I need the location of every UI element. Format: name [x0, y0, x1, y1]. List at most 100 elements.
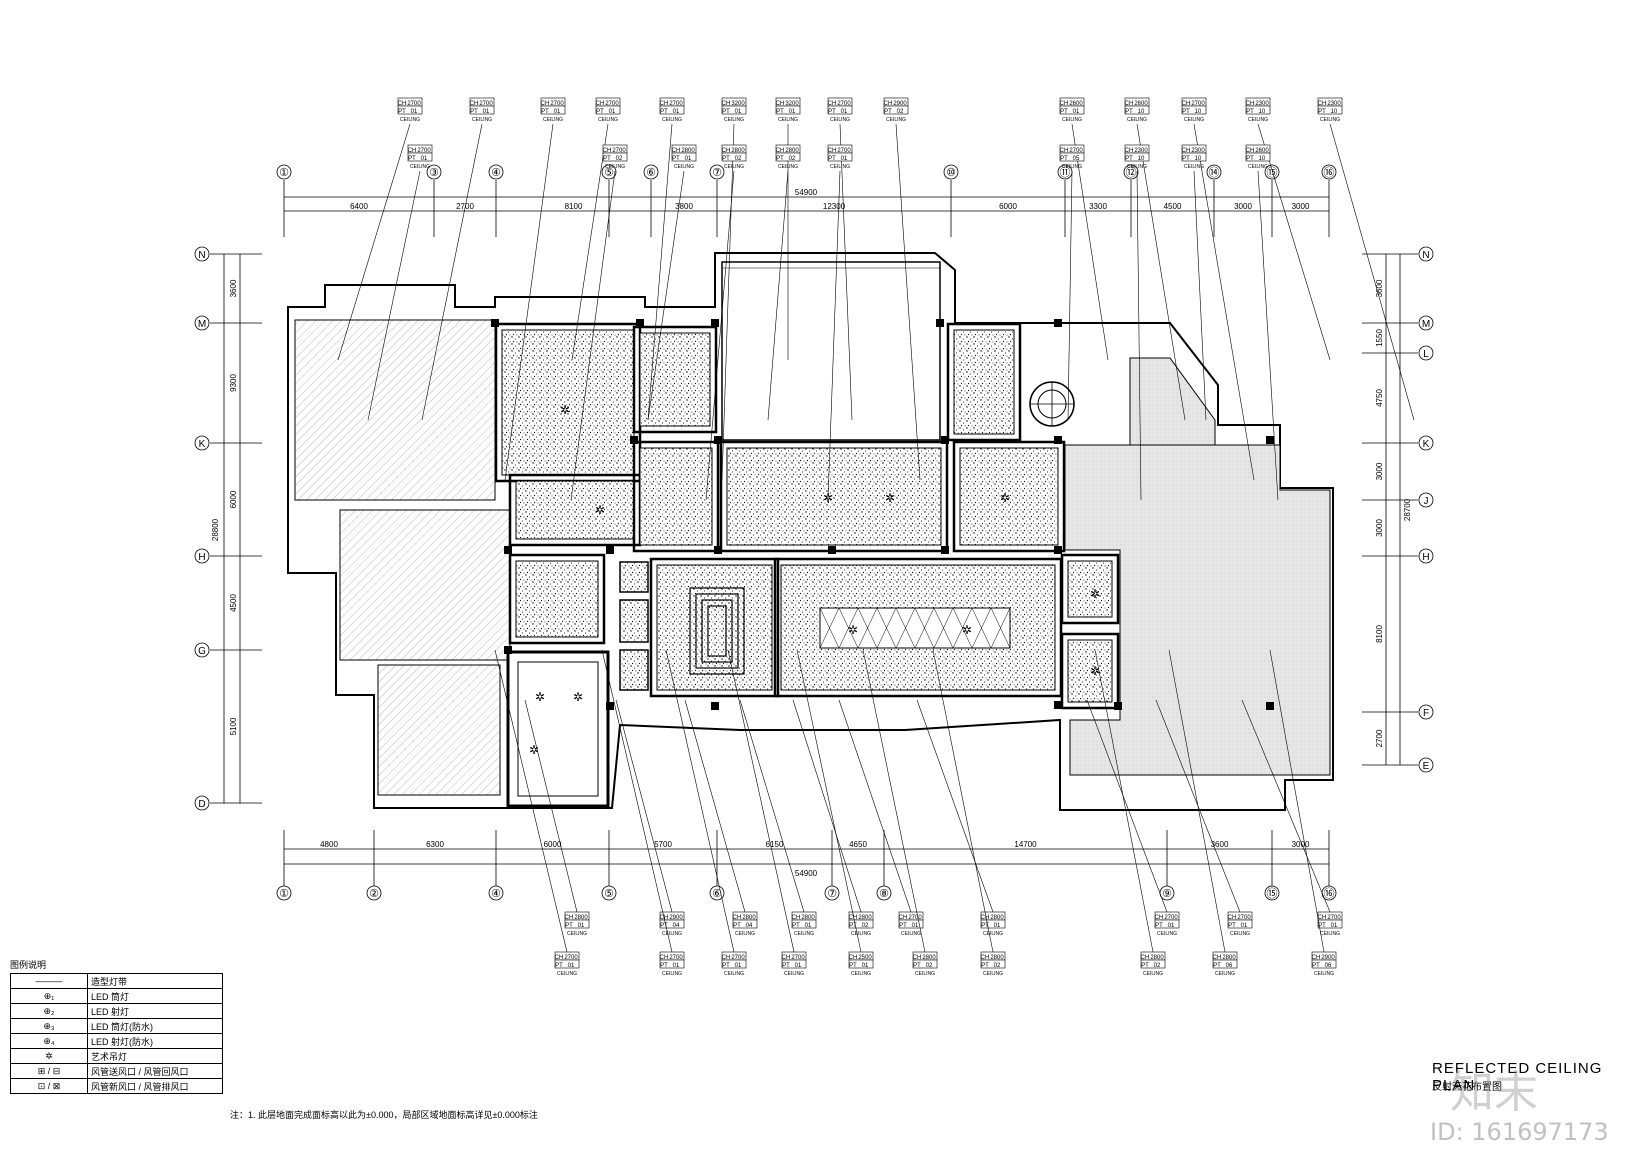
- glass-grid-line: [857, 607, 878, 649]
- top-tag-box2: [1181, 105, 1207, 115]
- bottom-tag-2-word: CEILING: [1143, 971, 1163, 977]
- glass-grid-line: [819, 607, 840, 649]
- axis-bubble-right: [1418, 704, 1434, 720]
- tag-leader-bottom-2: [727, 649, 795, 953]
- dim-text-top: 3000: [1292, 202, 1310, 211]
- glass-grid-line: [876, 607, 897, 649]
- bottom-tag-pt: PT: [565, 923, 573, 929]
- bottom-tag-2-ch: CH: [913, 955, 922, 961]
- top-tag-box2: [659, 105, 685, 115]
- general-note: 注：1. 此层地面完成面标高以此为±0.000，局部区域地面标高详见±0.000…: [230, 1110, 538, 1120]
- structural-column: [504, 546, 512, 554]
- bottom-tag-ch-value: 2800: [858, 915, 872, 921]
- ceiling-panel-h-frame: [508, 553, 606, 645]
- tag-leader-bottom-2: [862, 649, 926, 953]
- ceiling-panel-k: [1067, 560, 1113, 618]
- axis-bubble-top: [426, 164, 442, 180]
- axis-label-bottom: ⑤: [604, 888, 614, 900]
- axis-bubble-right: [1418, 315, 1434, 331]
- bottom-tag-pt: PT: [660, 923, 668, 929]
- structural-column: [1266, 702, 1274, 710]
- watermark-logo: 知末: [1450, 1067, 1538, 1118]
- structural-column: [714, 436, 722, 444]
- axis-label-bottom: ⑨: [1162, 888, 1172, 900]
- dim-text-bottom: 3000: [1292, 840, 1310, 849]
- top-tag-ch-value: 2700: [669, 101, 683, 107]
- bottom-tag-2-pt: PT: [782, 963, 790, 969]
- axis-label-right: F: [1423, 708, 1429, 719]
- bottom-tag-2-box2: [1212, 959, 1238, 969]
- bottom-tag-2-ch: CH: [782, 955, 791, 961]
- top-tag-pt-value: 01: [554, 109, 561, 115]
- stepped-dome-ring: [701, 599, 733, 663]
- top-tag-ch: CH: [722, 101, 731, 107]
- top-tag-2-pt: PT: [1182, 156, 1190, 162]
- top-tag-2-word: CEILING: [724, 164, 744, 170]
- bottom-tag-2-box2: [1311, 959, 1337, 969]
- bottom-tag-2-pt-value: 06: [1325, 963, 1332, 969]
- dim-text-right: 3600: [1375, 279, 1384, 297]
- dim-text-bottom: 6150: [766, 840, 784, 849]
- structural-column: [941, 546, 949, 554]
- top-tag-box2: [721, 105, 747, 115]
- ceiling-strip-cell: [619, 649, 649, 691]
- structural-column: [714, 546, 722, 554]
- top-tag-2-ch-value: 2300: [1134, 148, 1148, 154]
- axis-label-bottom: ④: [491, 888, 501, 900]
- top-tag-ch: CH: [470, 101, 479, 107]
- top-tag-box2: [775, 105, 801, 115]
- top-tag-box2: [1124, 105, 1150, 115]
- top-tag-pt-value: 01: [735, 109, 742, 115]
- legend-text: 艺术吊灯: [87, 1048, 223, 1064]
- bottom-tag-word: CEILING: [662, 931, 682, 937]
- top-tag-ch-value: 2700: [605, 101, 619, 107]
- legend-symbol: ⊕₃: [10, 1018, 88, 1034]
- dim-text-top: 3000: [1234, 202, 1252, 211]
- bottom-tag-2-ch-value: 2700: [791, 955, 805, 961]
- legend-row: ⊡ / ⊠风管新风口 / 风管排风口: [10, 1078, 223, 1094]
- top-tag-word: CEILING: [1320, 117, 1340, 123]
- axis-bubble-top: [1321, 164, 1337, 180]
- top-tag-2-ch-value: 2700: [837, 148, 851, 154]
- axis-label-top: ③: [429, 167, 439, 179]
- dim-text-bottom-overall: 54900: [795, 869, 818, 878]
- tag-leader-bottom: [1241, 699, 1331, 913]
- legend-row: ✲艺术吊灯: [10, 1048, 223, 1064]
- axis-label-right: K: [1423, 439, 1430, 450]
- structural-column: [630, 436, 638, 444]
- top-tag-box2: [1245, 105, 1271, 115]
- chandelier-icon: ✲: [1000, 491, 1010, 505]
- bottom-tag-box2: [898, 919, 924, 929]
- top-tag-word: CEILING: [1062, 117, 1082, 123]
- top-tag-word: CEILING: [886, 117, 906, 123]
- bottom-tag-2-pt: PT: [1213, 963, 1221, 969]
- axis-label-left: N: [198, 250, 205, 261]
- bottom-tag-2-ch-value: 2700: [731, 955, 745, 961]
- bottom-tag-word: CEILING: [983, 931, 1003, 937]
- top-tag-pt-value: 02: [897, 109, 904, 115]
- tag-leader-top: [1329, 123, 1415, 421]
- bottom-tag-ch: CH: [565, 915, 574, 921]
- top-tag-2-pt: PT: [776, 156, 784, 162]
- top-tag-pt-value: 01: [411, 109, 418, 115]
- axis-label-bottom: ⑥: [712, 888, 722, 900]
- bottom-tag-ch: CH: [1155, 915, 1164, 921]
- hall-right: [1064, 444, 1331, 776]
- legend-symbol: ⊕₂: [10, 1003, 88, 1019]
- bottom-tag-2-ch-value: 2800: [1222, 955, 1236, 961]
- tag-leader-top-2: [367, 170, 421, 421]
- top-tag-box2: [469, 105, 495, 115]
- bottom-tag-2-word: CEILING: [1215, 971, 1235, 977]
- top-tag-2-pt: PT: [1060, 156, 1068, 162]
- top-tag-2-pt-value: 02: [789, 156, 796, 162]
- dim-text-top: 3800: [675, 202, 693, 211]
- ceiling-panel-b: [515, 480, 635, 540]
- bottom-tag-ch-value: 2700: [1164, 915, 1178, 921]
- top-tag-2-word: CEILING: [410, 164, 430, 170]
- top-tag-word: CEILING: [778, 117, 798, 123]
- stepped-dome-ring: [707, 605, 727, 657]
- bottom-tag-2-pt-value: 01: [568, 963, 575, 969]
- top-tag-pt: PT: [660, 109, 668, 115]
